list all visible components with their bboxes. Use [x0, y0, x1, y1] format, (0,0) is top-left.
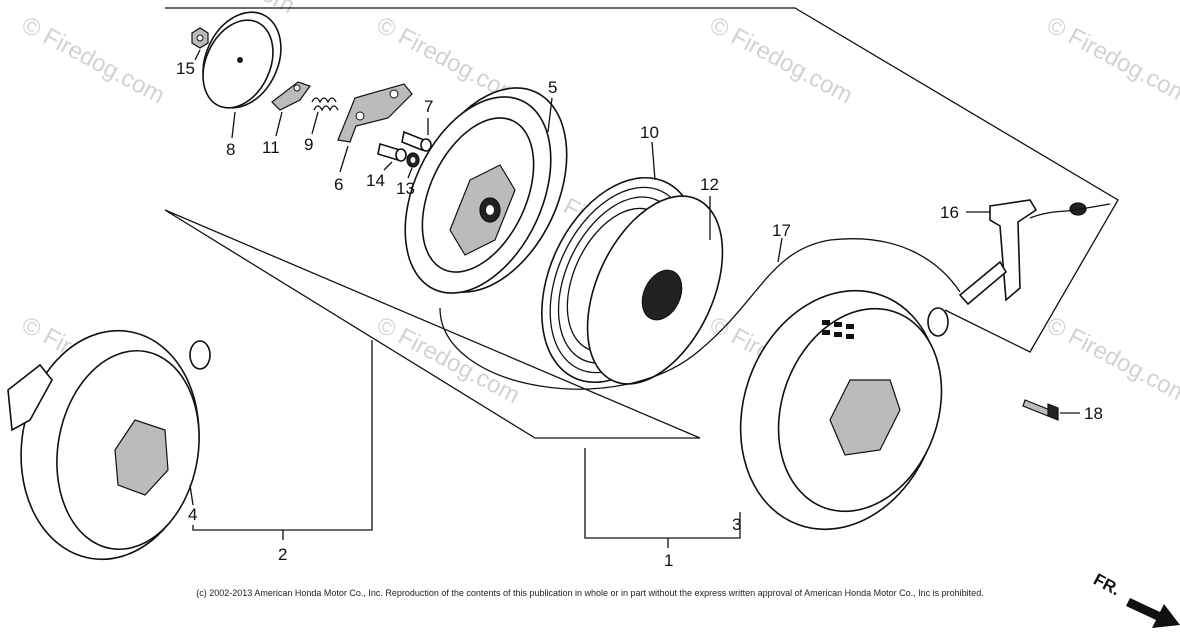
callout-7: 7 [424, 97, 433, 116]
watermark: © Firedog.com [1042, 311, 1180, 409]
callout-11: 11 [262, 138, 280, 157]
assembly-outline [164, 7, 1119, 439]
callout-8: 8 [226, 140, 235, 159]
watermark: © Firedog.com [372, 311, 524, 409]
part-5-pulley [404, 87, 568, 294]
callout-1: 1 [664, 551, 673, 570]
part-17-starter-rope [439, 238, 961, 390]
callout-15: 15 [176, 59, 195, 78]
part-9-spring [311, 97, 339, 112]
part-15-nut [191, 27, 209, 49]
front-arrow-icon [1126, 598, 1180, 628]
part-18-flange-bolt [1022, 399, 1059, 421]
callout-16: 16 [940, 203, 959, 222]
part-8-cover-plate [202, 11, 282, 109]
watermark: © Firedog.com [1042, 11, 1180, 109]
callouts: 1 2 3 4 5 6 7 8 9 10 11 12 13 14 15 16 1… [176, 59, 1103, 570]
watermark: © Firedog.com [705, 11, 857, 109]
watermark: © Firedog.com [17, 11, 169, 109]
part-12-spring-case [586, 195, 724, 385]
callout-9: 9 [304, 135, 313, 154]
part-11-ratchet [271, 81, 311, 111]
watermark: © Firedog.com [147, 0, 299, 19]
part-6-friction-plate [337, 83, 413, 143]
callout-18: 18 [1084, 404, 1103, 423]
callout-2: 2 [278, 545, 287, 564]
callout-10: 10 [640, 123, 659, 142]
callout-6: 6 [334, 175, 343, 194]
part-16-starter-grip [958, 199, 1111, 306]
callout-12: 12 [700, 175, 719, 194]
copyright-notice: (c) 2002-2013 American Honda Motor Co., … [196, 588, 984, 598]
callout-17: 17 [772, 221, 791, 240]
leader-lines [189, 49, 1080, 548]
part-7-collar [401, 130, 432, 152]
callout-3: 3 [732, 515, 741, 534]
part-4-starter-case-left [7, 329, 211, 561]
part-14-collar [377, 142, 407, 162]
part-3-recoil-housing [739, 289, 949, 531]
callout-14: 14 [366, 171, 385, 190]
part-13-washer [406, 152, 420, 168]
callout-4: 4 [188, 505, 197, 524]
callout-13: 13 [396, 179, 415, 198]
callout-5: 5 [548, 78, 557, 97]
